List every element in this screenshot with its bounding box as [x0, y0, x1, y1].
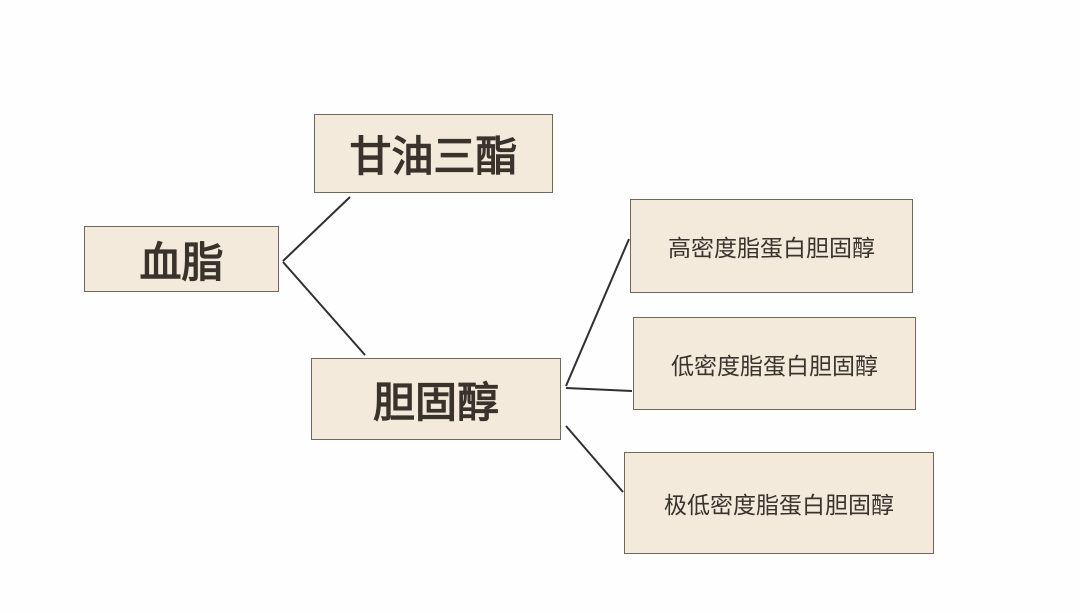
connector-cholesterol-ldl: [565, 387, 633, 392]
node-blood-lipids: 血脂: [84, 226, 279, 292]
node-triglyceride: 甘油三酯: [314, 114, 553, 193]
node-ldl-cholesterol: 低密度脂蛋白胆固醇: [633, 317, 916, 410]
node-cholesterol: 胆固醇: [311, 358, 561, 440]
connector-root-cholesterol: [282, 261, 366, 356]
node-vldl-cholesterol: 极低密度脂蛋白胆固醇: [624, 452, 934, 554]
connector-cholesterol-hdl: [565, 238, 630, 387]
node-hdl-cholesterol: 高密度脂蛋白胆固醇: [630, 199, 913, 293]
connector-cholesterol-vldl: [565, 425, 624, 493]
connector-root-triglyceride: [282, 196, 351, 262]
